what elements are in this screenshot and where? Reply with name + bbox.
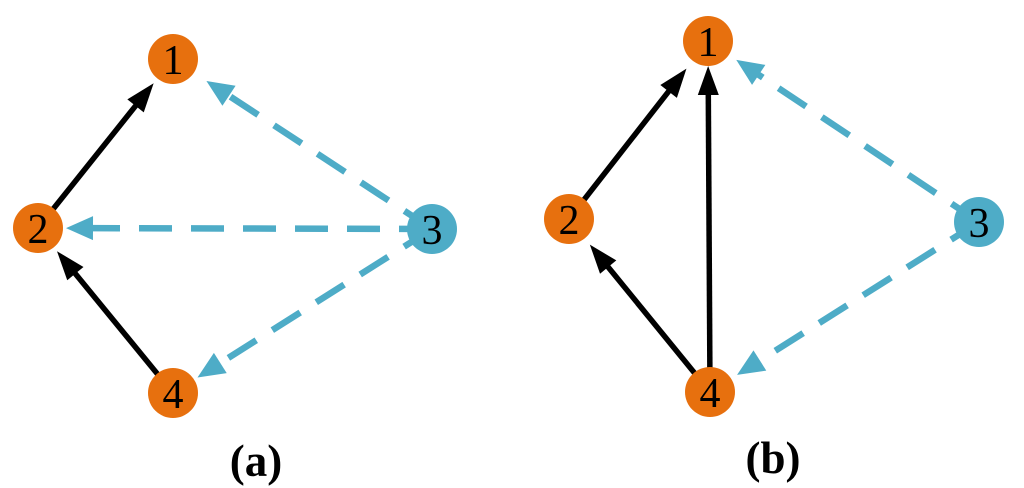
panel-b-node-1-label: 1 bbox=[698, 20, 719, 66]
panel-a-node-4-label: 4 bbox=[163, 372, 184, 418]
panel-b-edge-3-4-line bbox=[755, 219, 981, 365]
panel-a-node-1-label: 1 bbox=[163, 38, 184, 84]
panel-a-edge-3-1-arrowhead bbox=[206, 80, 236, 106]
panel-b-edge-2-1-line bbox=[566, 87, 673, 221]
panel-b-node-3 bbox=[954, 197, 1004, 247]
panel-a-edge-2-1-line bbox=[35, 101, 140, 230]
panel-b-node-2 bbox=[544, 194, 594, 244]
panel-b-caption: (b) bbox=[746, 433, 801, 483]
panel-b-edge-4-2-arrowhead bbox=[589, 244, 617, 274]
panel-b-node-3-label: 3 bbox=[969, 201, 990, 247]
panel-a-edge-3-1-line bbox=[224, 91, 434, 232]
panel-a-edge-3-2-line bbox=[89, 224, 433, 233]
panel-a-node-3-label: 3 bbox=[422, 208, 443, 254]
panel-b-node-1 bbox=[683, 16, 733, 66]
panel-a-edge-3-2-arrowhead bbox=[65, 216, 94, 241]
panel-a-caption: (a) bbox=[230, 436, 282, 486]
panel-a-node-2-label: 2 bbox=[28, 207, 49, 253]
panel-a: 1 2 3 4 (a) bbox=[13, 34, 457, 486]
panel-b-edge-2-1-arrowhead bbox=[660, 68, 687, 98]
panel-a-node-1 bbox=[148, 34, 198, 84]
panel-b-edge-3-1-arrowhead bbox=[736, 59, 766, 85]
panel-a-node-2 bbox=[13, 203, 63, 253]
panel-a-edge-4-2-arrowhead bbox=[56, 251, 84, 281]
panel-b: 1 2 3 4 (b) bbox=[544, 16, 1004, 483]
panel-a-edge-3-4-line bbox=[216, 226, 434, 368]
panel-a-edge-2-1-arrowhead bbox=[127, 83, 154, 113]
panel-b-edge-3-1-line bbox=[754, 70, 981, 225]
panel-a-node-3 bbox=[407, 204, 457, 254]
panel-b-edge-4-2-line bbox=[604, 262, 713, 394]
panel-b-edge-4-1-arrowhead bbox=[697, 65, 719, 96]
panel-b-edge-4-1-line bbox=[705, 91, 713, 393]
panel-b-node-4-label: 4 bbox=[700, 371, 721, 417]
panel-a-edge-4-2-line bbox=[71, 269, 176, 395]
panel-b-edge-3-4-arrowhead bbox=[737, 350, 767, 375]
panel-b-node-2-label: 2 bbox=[559, 198, 580, 244]
panel-b-node-4 bbox=[685, 367, 735, 417]
panel-a-node-4 bbox=[148, 368, 198, 418]
panel-a-edge-3-4-arrowhead bbox=[197, 352, 227, 378]
